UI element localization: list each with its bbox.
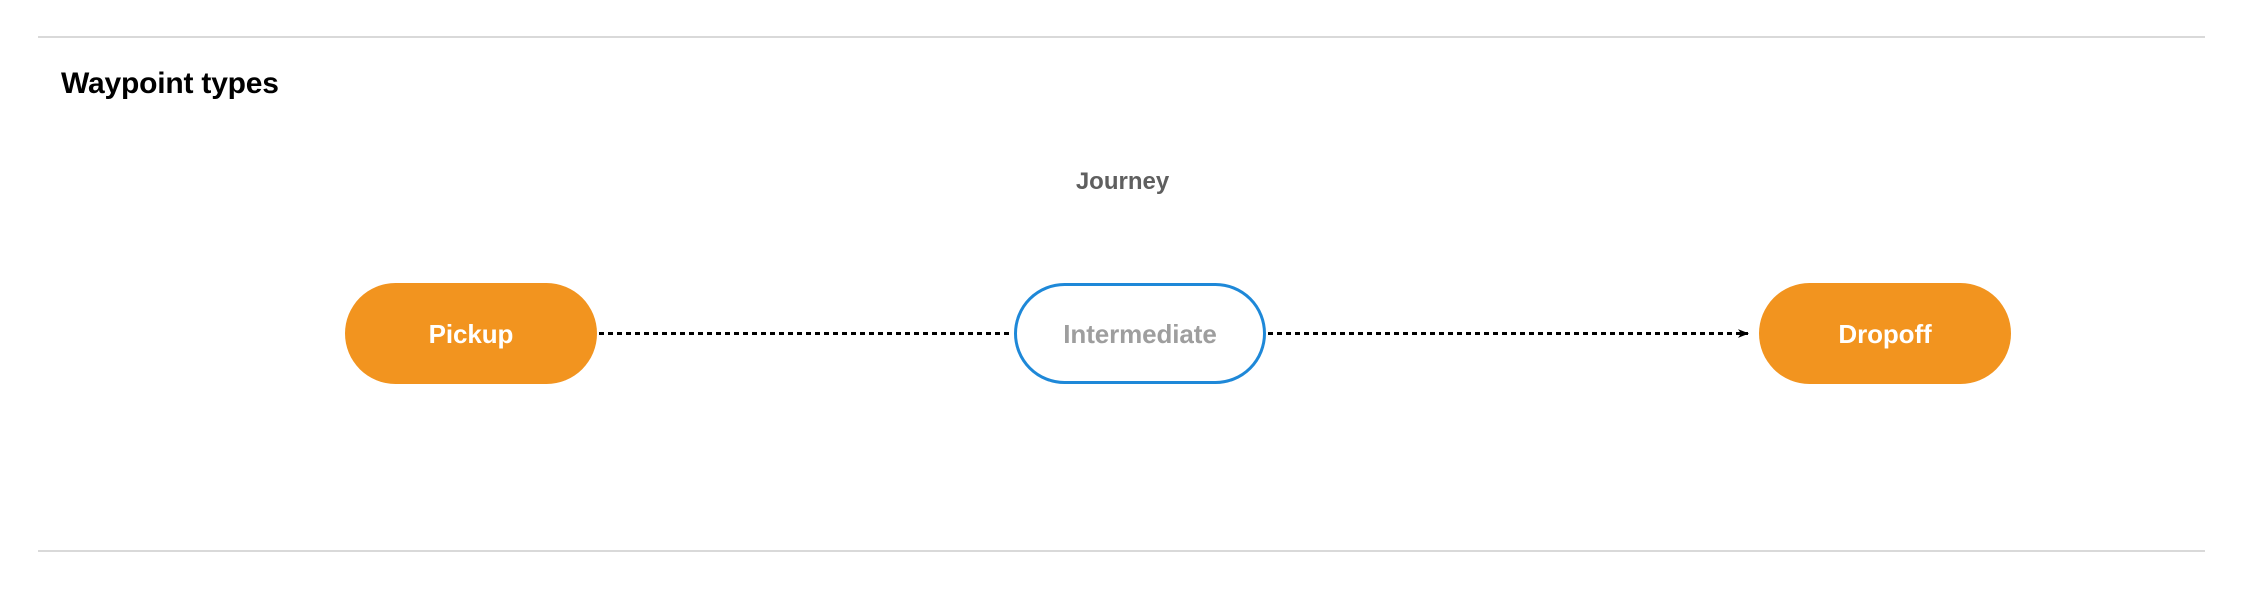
divider-bottom <box>38 550 2205 552</box>
node-dropoff[interactable]: Dropoff <box>1759 283 2011 384</box>
diagram-label-journey: Journey <box>1075 168 1170 195</box>
node-pickup[interactable]: Pickup <box>345 283 597 384</box>
page-title: Waypoint types <box>61 67 279 100</box>
node-intermediate[interactable]: Intermediate <box>1014 283 1266 384</box>
divider-top <box>38 36 2205 38</box>
